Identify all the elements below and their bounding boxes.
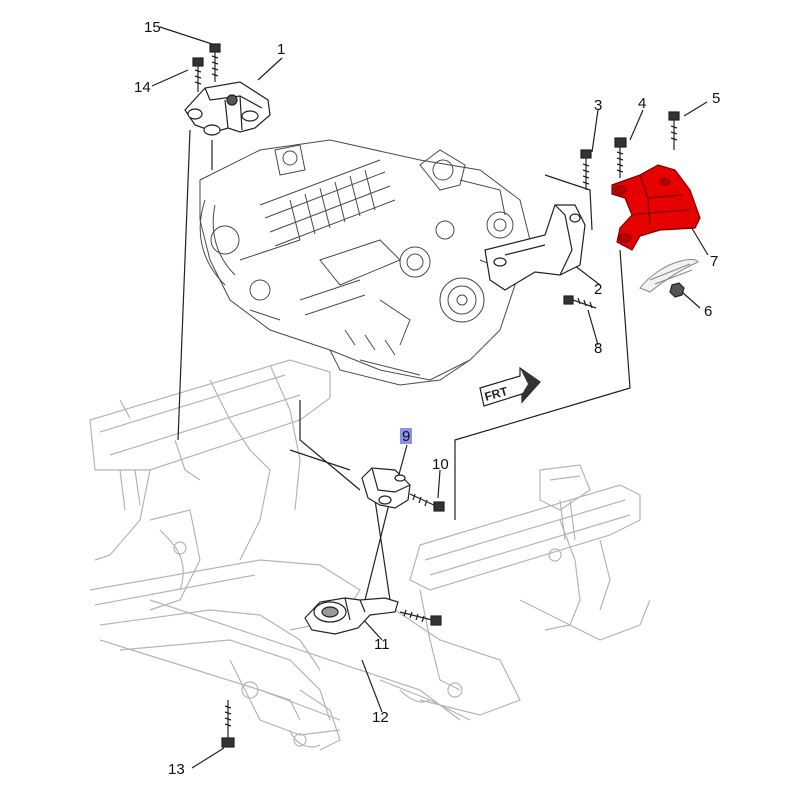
callout-14: 14 <box>134 79 151 96</box>
callout-15: 15 <box>144 19 161 36</box>
nut-6 <box>669 282 685 298</box>
leader-lines <box>151 26 709 769</box>
bolt-5 <box>668 111 680 150</box>
torque-strut-mount-12 <box>304 597 399 635</box>
callout-3: 3 <box>594 97 602 114</box>
callout-5: 5 <box>712 90 720 107</box>
callout-6: 6 <box>704 303 712 320</box>
bolt-13 <box>221 700 235 748</box>
callout-12: 12 <box>372 709 389 726</box>
callout-11: 11 <box>374 636 390 653</box>
bolt-3 <box>580 149 592 190</box>
callout-10: 10 <box>432 456 449 473</box>
callout-4: 4 <box>638 95 646 112</box>
front-direction-arrow: FRT <box>479 366 541 407</box>
subframe-sketch <box>89 359 651 751</box>
callout-2: 2 <box>594 281 602 298</box>
heat-shield <box>639 258 699 293</box>
callout-labels: 15 1 14 3 4 5 7 6 2 8 9 10 11 12 13 <box>134 19 720 778</box>
bolt-4 <box>614 137 627 178</box>
callout-13: 13 <box>168 761 185 778</box>
callout-7: 7 <box>710 253 718 270</box>
engine-mount-right-highlighted <box>611 164 701 251</box>
engine-mount-left <box>184 81 271 136</box>
bolt-14 <box>192 57 204 92</box>
callout-1: 1 <box>277 41 285 58</box>
engine-sketch <box>199 139 531 386</box>
bolt-11 <box>399 609 442 626</box>
front-arrow-label: FRT <box>483 384 510 404</box>
mount-bracket-2 <box>484 204 586 291</box>
bolt-15 <box>209 43 221 82</box>
bolt-8 <box>563 295 597 309</box>
callout-9-highlight <box>400 428 412 444</box>
engine-mount-9 <box>361 467 411 509</box>
callout-9: 9 <box>402 428 410 445</box>
callout-8: 8 <box>594 340 602 357</box>
bolt-10 <box>409 493 445 512</box>
